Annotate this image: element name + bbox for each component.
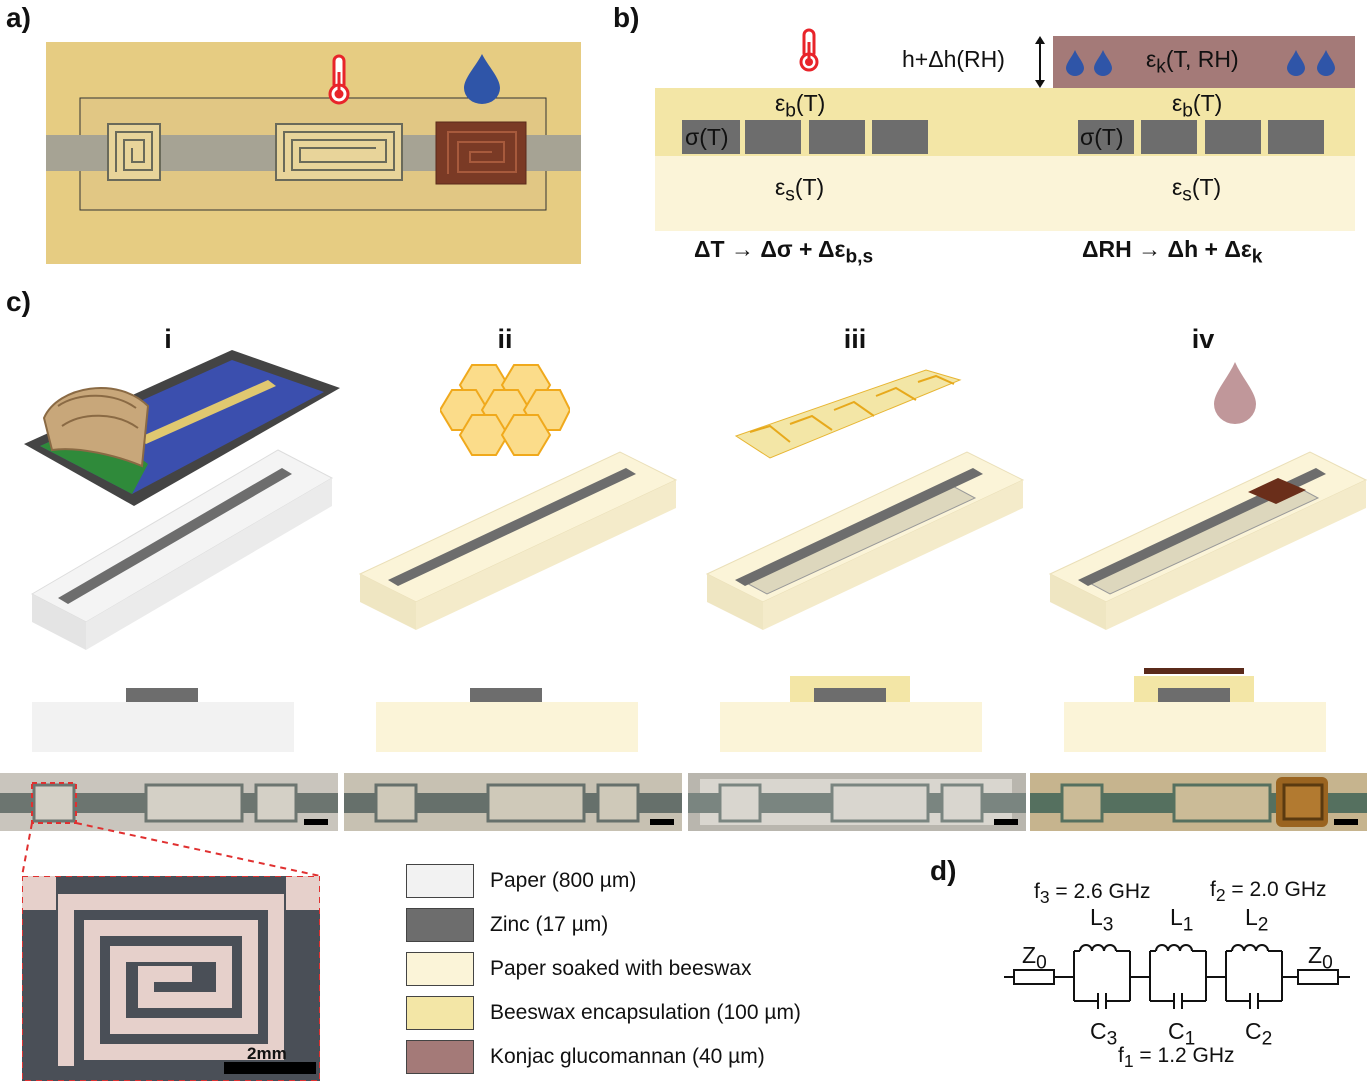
eps-b-label-left: εb(T) bbox=[775, 90, 826, 122]
C3-label: C3 bbox=[1090, 1018, 1118, 1050]
scale-bar bbox=[224, 1062, 316, 1074]
sigma-label-right: σ(T) bbox=[1080, 124, 1124, 150]
eps-s-label-right: εs(T) bbox=[1172, 174, 1222, 206]
panel-label-d: d) bbox=[930, 855, 957, 886]
humidity-droplets bbox=[1066, 50, 1335, 76]
step-label-iii: iii bbox=[843, 324, 867, 354]
legend-label-soaked-paper: Paper soaked with beeswax bbox=[490, 957, 752, 980]
zoom-connector-lines bbox=[21, 822, 321, 877]
f3-label: f3 = 2.6 GHz bbox=[1034, 880, 1151, 908]
legend-swatch-soaked-paper bbox=[406, 952, 474, 986]
photo-iii bbox=[688, 773, 1026, 831]
temperature-equation: ΔT → Δσ + Δεb,s bbox=[694, 236, 874, 268]
resonator-small-left bbox=[107, 123, 161, 181]
eps-b-label-right: εb(T) bbox=[1172, 90, 1223, 122]
height-label: h+Δh(RH) bbox=[902, 46, 1005, 72]
legend-swatch-konjac bbox=[406, 1040, 474, 1074]
panel-label-a: a) bbox=[6, 2, 31, 33]
legend-label-zinc: Zinc (17 µm) bbox=[490, 913, 609, 936]
f1-label: f1 = 1.2 GHz bbox=[1118, 1044, 1235, 1072]
L1-label: L1 bbox=[1170, 904, 1194, 936]
C1-label: C1 bbox=[1168, 1018, 1196, 1050]
legend-label-paper: Paper (800 µm) bbox=[490, 869, 637, 892]
zinc-line-i bbox=[58, 468, 292, 604]
step-iv-konjac-coating bbox=[1048, 451, 1367, 630]
fabricated-sensor-photos bbox=[0, 773, 1367, 831]
inductor-L3 bbox=[1079, 944, 1117, 952]
step-iii-encapsulation bbox=[705, 451, 1025, 630]
cross-section-ii bbox=[376, 688, 638, 752]
thermometer-icon bbox=[799, 28, 819, 72]
L2-label: L2 bbox=[1245, 904, 1269, 936]
equivalent-circuit-diagram bbox=[1004, 944, 1350, 1009]
soaked-paper-layer bbox=[655, 156, 1355, 231]
sigma-label-left: σ(T) bbox=[685, 124, 729, 150]
step-ii-beeswax-soaking bbox=[358, 451, 678, 630]
legend-label-konjac: Konjac glucomannan (40 µm) bbox=[490, 1045, 765, 1068]
resonator-large-middle bbox=[275, 123, 403, 181]
inductor-L2 bbox=[1231, 944, 1269, 952]
squeegee-roller bbox=[42, 387, 150, 468]
cross-section-iii bbox=[720, 676, 982, 752]
scale-bar-label: 2mm bbox=[247, 1044, 287, 1063]
z0-left-resistor bbox=[1013, 969, 1055, 985]
beeswax-sheet-icon bbox=[734, 369, 962, 459]
Z0-right-label: Z0 bbox=[1308, 942, 1333, 974]
zinc-line-iii bbox=[735, 468, 983, 586]
photo-ii bbox=[344, 773, 682, 831]
cross-section-i bbox=[32, 688, 294, 752]
honeycomb-beeswax-icon bbox=[440, 364, 570, 456]
legend-swatch-zinc bbox=[406, 908, 474, 942]
f2-label: f2 = 2.0 GHz bbox=[1210, 878, 1327, 906]
legend-swatch-beeswax bbox=[406, 996, 474, 1030]
z0-right-resistor bbox=[1297, 969, 1339, 985]
zinc-strips bbox=[682, 120, 1324, 154]
C2-label: C2 bbox=[1245, 1018, 1273, 1050]
eps-k-label: εk(T, RH) bbox=[1146, 46, 1239, 78]
konjac-patch bbox=[1248, 478, 1306, 504]
legend-label-beeswax: Beeswax encapsulation (100 µm) bbox=[490, 1001, 801, 1024]
photo-i bbox=[0, 773, 338, 831]
panel-label-c: c) bbox=[6, 286, 31, 317]
cross-section-diagram bbox=[655, 36, 1355, 231]
cross-section-iv bbox=[1064, 668, 1326, 752]
panel-label-b: b) bbox=[613, 2, 640, 33]
humidity-equation: ΔRH → Δh + Δεk bbox=[1082, 236, 1263, 268]
L3-label: L3 bbox=[1090, 904, 1114, 936]
legend-swatch-paper bbox=[406, 864, 474, 898]
step-label-i: i bbox=[164, 324, 172, 354]
step-label-ii: ii bbox=[497, 324, 513, 354]
step-label-iv: iv bbox=[1191, 324, 1215, 354]
water-droplet-icon bbox=[464, 54, 500, 104]
step-i-screen-printing bbox=[24, 350, 340, 650]
konjac-droplet-icon bbox=[1214, 362, 1256, 424]
resonator-konjac-coated bbox=[435, 121, 527, 185]
resonator-micrograph bbox=[22, 876, 320, 1081]
photo-iv bbox=[1030, 773, 1367, 831]
height-arrow bbox=[1035, 36, 1045, 88]
zoom-box bbox=[31, 782, 77, 824]
Z0-left-label: Z0 bbox=[1022, 942, 1047, 974]
zinc-line-ii bbox=[388, 468, 636, 586]
inductor-L1 bbox=[1155, 944, 1193, 952]
eps-s-label-left: εs(T) bbox=[775, 174, 825, 206]
thermometer-icon bbox=[328, 54, 350, 105]
